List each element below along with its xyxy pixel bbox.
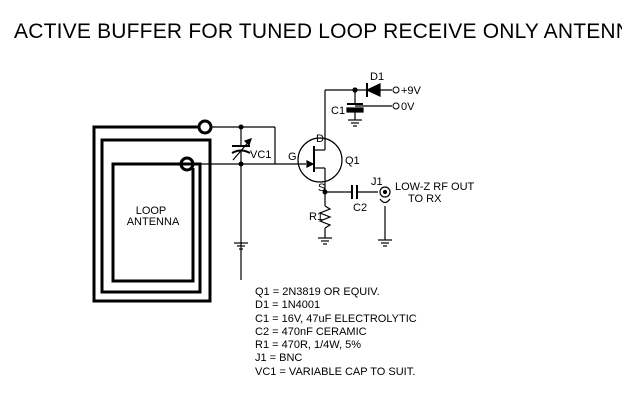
parts-list-item: R1 = 470R, 1/4W, 5% [255, 339, 362, 352]
c2-capacitor [351, 185, 358, 199]
diagram-title: ACTIVE BUFFER FOR TUNED LOOP RECEIVE ONL… [14, 20, 622, 43]
ground-symbol-vc1 [234, 242, 248, 250]
parts-list-item: D1 = 1N4001 [255, 299, 321, 312]
j1-bnc-connector [379, 186, 391, 240]
loop-label-line1: LOOP [136, 205, 167, 217]
supply-terminal-0v [392, 102, 400, 110]
label-source: S [318, 182, 325, 194]
ground-symbol-r1 [318, 237, 332, 245]
label-c2: C2 [353, 202, 367, 214]
parts-list-item: VC1 = VARIABLE CAP TO SUIT. [255, 365, 416, 378]
parts-list-item: C1 = 16V, 47uF ELECTROLYTIC [255, 312, 417, 325]
label-q1: Q1 [345, 155, 360, 167]
supply-terminal-9v [392, 86, 400, 94]
label-plus9v: +9V [401, 85, 422, 97]
ground-symbol-c1 [348, 119, 362, 127]
label-gate: G [288, 151, 297, 163]
parts-list-item: Q1 = 2N3819 OR EQUIV. [255, 286, 380, 298]
parts-list-item: J1 = BNC [255, 352, 303, 365]
loop-label-line2: ANTENNA [127, 216, 180, 228]
r1-resistor [318, 192, 332, 238]
loop-terminal-top [197, 119, 213, 135]
label-drain: D [316, 133, 324, 145]
parts-list: Q1 = 2N3819 OR EQUIV. D1 = 1N4001 C1 = 1… [255, 286, 417, 379]
label-j1: J1 [371, 176, 383, 188]
label-output-line2: TO RX [408, 193, 442, 205]
label-vc1: VC1 [250, 149, 271, 161]
label-d1: D1 [370, 71, 384, 83]
loop-antenna-coil [92, 125, 241, 303]
label-0v: 0V [401, 101, 415, 113]
vc1-variable-capacitor [231, 127, 252, 280]
parts-list-item: C2 = 470nF CERAMIC [255, 325, 367, 338]
c1-electrolytic-capacitor [346, 87, 392, 120]
label-output-line1: LOW-Z RF OUT [395, 181, 475, 193]
d1-diode [365, 83, 381, 97]
label-c1: C1 [331, 105, 345, 117]
label-r1: R1 [309, 211, 323, 223]
q1-jfet-transistor [297, 137, 343, 183]
ground-symbol-j1 [378, 239, 392, 247]
